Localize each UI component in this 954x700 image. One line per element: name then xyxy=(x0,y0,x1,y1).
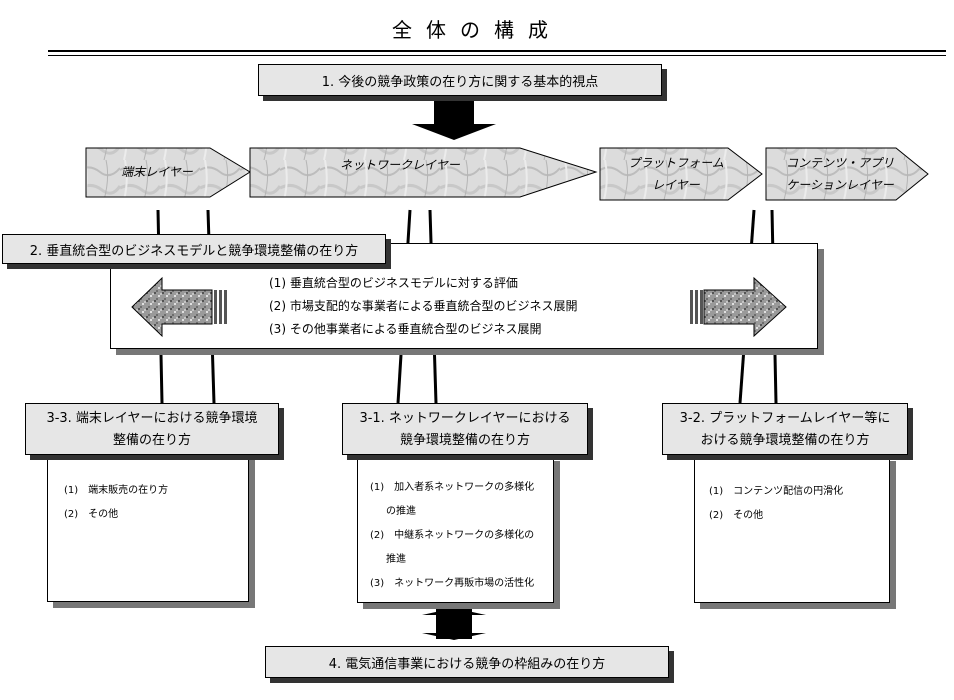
box-platform-header: 3-2. プラットフォームレイヤー等に おける競争環境整備の在り方 xyxy=(662,403,908,455)
down-arrow xyxy=(412,100,496,140)
box-platform-panel: (1) コンテンツ配信の円滑化 (2) その他 xyxy=(694,455,890,603)
box-network-panel: (1) 加入者系ネットワークの多様化 の推進 (2) 中継系ネットワークの多様化… xyxy=(357,455,554,603)
layer-arrow-terminal xyxy=(85,147,251,198)
layer-label-network: ネットワークレイヤー xyxy=(340,158,460,172)
layer-label-contents: コンテンツ・アプリ ケーションレイヤー xyxy=(785,156,894,192)
title-divider-thin xyxy=(48,55,946,56)
list-item: (1) 垂直統合型のビジネスモデルに対する評価 xyxy=(269,276,518,290)
page-title: 全体の構成 xyxy=(392,18,562,42)
layer-label-platform: プラットフォーム レイヤー xyxy=(628,156,724,192)
right-arrow xyxy=(690,276,787,338)
list-item: (1) 端末販売の在り方 xyxy=(64,485,169,496)
box-competition-framework: 4. 電気通信事業における競争の枠組みの在り方 xyxy=(265,646,669,678)
box-basic-perspective: 1. 今後の競争政策の在り方に関する基本的視点 xyxy=(258,64,662,96)
list-item: (2) その他 xyxy=(709,510,764,521)
layer-arrow-network xyxy=(249,147,598,198)
list-item: (2) その他 xyxy=(64,509,119,520)
double-arrow xyxy=(422,608,486,640)
box-terminal-header: 3-3. 端末レイヤーにおける競争環境 整備の在り方 xyxy=(25,403,279,455)
list-item: (2) 市場支配的な事業者による垂直統合型のビジネス展開 xyxy=(269,299,578,313)
list-item: (3) その他事業者による垂直統合型のビジネス展開 xyxy=(269,322,542,336)
vertical-integration-items: (1) 垂直統合型のビジネスモデルに対する評価 (2) 市場支配的な事業者による… xyxy=(269,272,577,341)
list-item: (1) コンテンツ配信の円滑化 xyxy=(709,486,844,497)
box-basic-perspective-label: 1. 今後の競争政策の在り方に関する基本的視点 xyxy=(321,74,599,90)
layer-arrow-platform xyxy=(599,147,763,201)
list-item: (1) 加入者系ネットワークの多様化 xyxy=(370,482,535,493)
list-item: 推進 xyxy=(386,554,406,565)
title-divider xyxy=(48,50,946,52)
layer-label-terminal: 端末レイヤー xyxy=(121,165,193,179)
list-item: の推進 xyxy=(386,506,416,517)
box-network-header: 3-1. ネットワークレイヤーにおける 競争環境整備の在り方 xyxy=(342,403,588,455)
box-vertical-integration-header: 2. 垂直統合型のビジネスモデルと競争環境整備の在り方 xyxy=(2,234,386,264)
box-terminal-panel: (1) 端末販売の在り方 (2) その他 xyxy=(47,454,249,602)
list-item: (2) 中継系ネットワークの多様化の xyxy=(370,530,535,541)
list-item: (3) ネットワーク再販市場の活性化 xyxy=(370,578,535,589)
layer-arrow-contents xyxy=(765,147,929,201)
left-arrow xyxy=(131,276,227,338)
